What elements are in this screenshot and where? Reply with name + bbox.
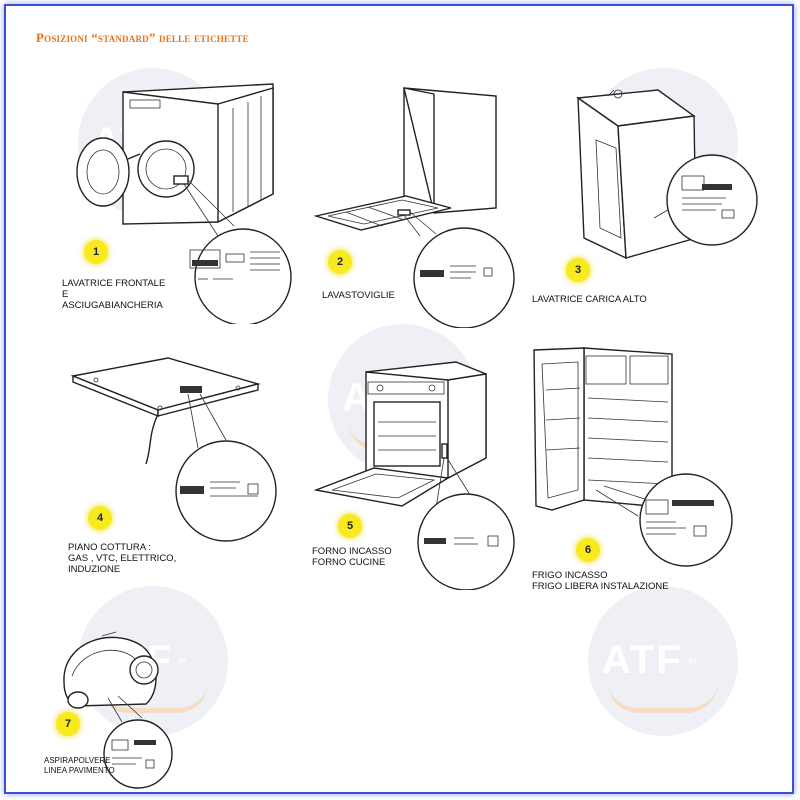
item-number-badge: 6: [576, 538, 600, 562]
item-caption: LAVATRICE CARICA ALTO: [532, 294, 647, 305]
item-dishwasher: 2 LAVASTOVIGLIE: [306, 78, 526, 328]
item-number-badge: 4: [88, 506, 112, 530]
item-number-badge: 2: [328, 250, 352, 274]
page-title: Posizioni “standard” delle etichette: [36, 30, 249, 45]
washing-machine-illustration: [76, 83, 292, 324]
item-number-badge: 3: [566, 258, 590, 282]
item-number-badge: 1: [84, 240, 108, 264]
top-load-washer-illustration: [576, 89, 758, 260]
item-number-badge: 5: [338, 514, 362, 538]
oven-illustration: [313, 361, 515, 590]
item-top-load-washer: 3 LAVATRICE CARICA ALTO: [526, 78, 766, 328]
item-number-badge: 7: [56, 712, 80, 736]
item-caption: PIANO COTTURA :GAS , VTC, ELETTRICO,INDU…: [68, 542, 177, 575]
item-caption: LAVASTOVIGLIE: [322, 290, 395, 301]
cooktop-illustration: [70, 357, 277, 542]
vacuum-illustration: [63, 631, 173, 789]
item-cooktop: 4 PIANO COTTURA :GAS , VTC, ELETTRICO,IN…: [48, 336, 298, 586]
dishwasher-illustration: [313, 87, 515, 328]
fridge-illustration: [533, 347, 733, 567]
